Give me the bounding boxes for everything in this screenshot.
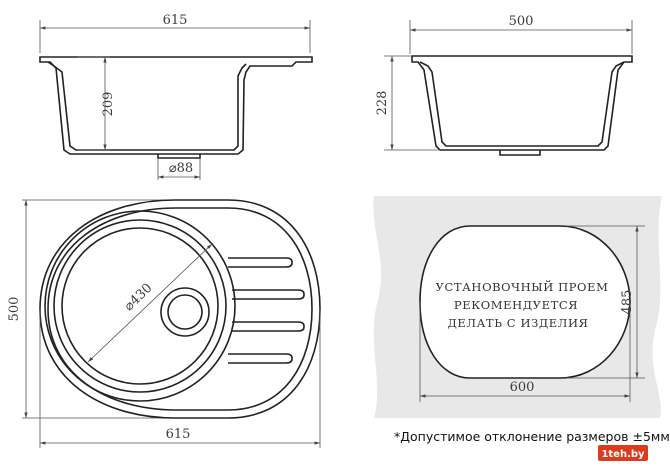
side-section-view: 500 228 (375, 14, 633, 156)
cutout-text-line2: РЕКОМЕНДУЕТСЯ (454, 298, 578, 312)
front-section-view: 615 209 ⌀88 (39, 13, 313, 180)
bowl-diameter-label: ⌀430 (122, 281, 156, 314)
side-depth-label: 228 (375, 91, 390, 116)
watermark-text: 1teh.by (601, 449, 645, 460)
front-width-label: 615 (163, 13, 188, 28)
cutout-height-label: 485 (620, 290, 635, 315)
top-view: 500 ⌀430 615 (7, 199, 321, 448)
cutout-text-line3: ДЕЛАТЬ С ИЗДЕЛИЯ (447, 316, 588, 330)
top-width-label: 615 (166, 427, 191, 442)
side-width-label: 500 (509, 14, 534, 29)
cutout-template: УСТАНОВОЧНЫЙ ПРОЕМ РЕКОМЕНДУЕТСЯ ДЕЛАТЬ … (373, 196, 662, 418)
cutout-text-line1: УСТАНОВОЧНЫЙ ПРОЕМ (436, 280, 609, 294)
cutout-width-label: 600 (510, 380, 535, 395)
front-depth-label: 209 (101, 92, 116, 117)
drain-diameter-label: ⌀88 (169, 161, 193, 176)
watermark: 1teh.by (598, 445, 648, 461)
tolerance-footnote: *Допустимое отклонение размеров ±5мм (394, 429, 670, 444)
top-height-label: 500 (7, 297, 22, 322)
cutout-shape (419, 225, 631, 379)
